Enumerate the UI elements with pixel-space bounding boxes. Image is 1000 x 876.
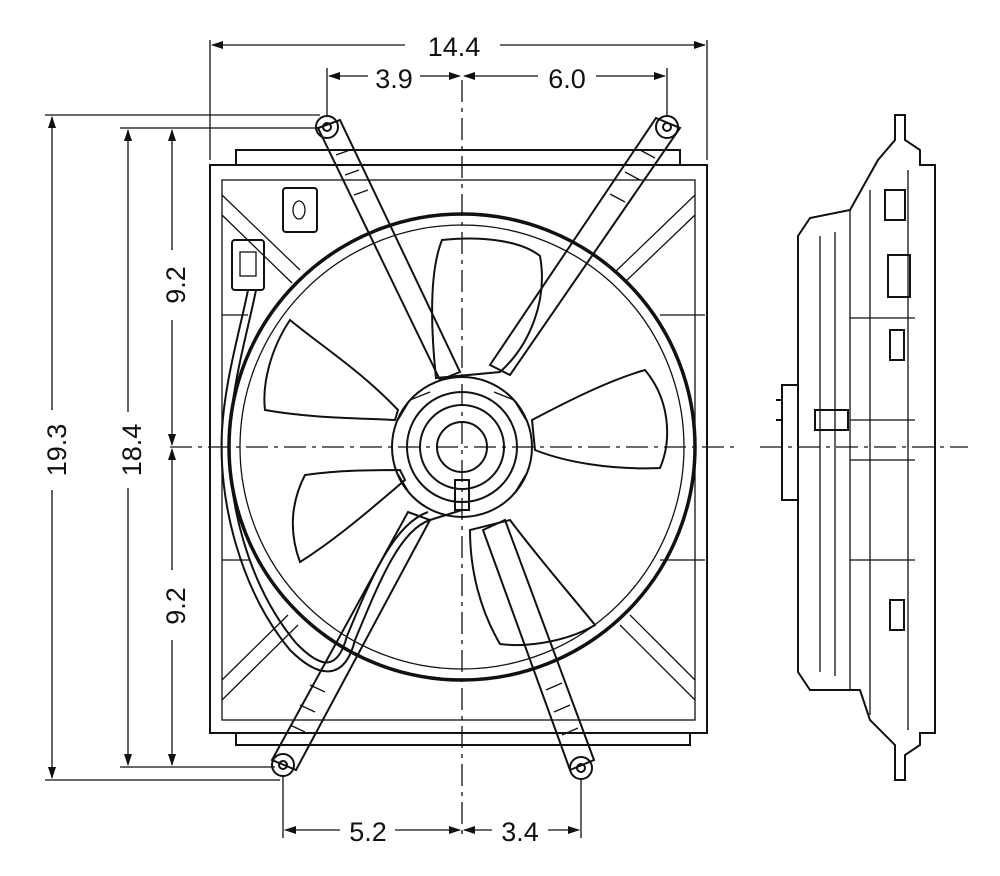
fan-blade-bottom-right [468,518,597,647]
dimension-mount-height: 18.4 [117,127,320,768]
dim-mount-height-text: 18.4 [117,424,147,477]
dim-bottom-right-text: 3.4 [501,817,539,847]
shroud-frame [209,164,708,734]
dimension-top-left: 3.9 [326,64,668,115]
mount-hole-top-right [655,115,679,139]
shroud-top-lip [235,149,681,165]
fan-blades [263,237,669,647]
dimension-bottom-right: 3.4 [463,817,580,847]
mounting-strut-top-right [488,116,682,377]
dim-bottom-left-text: 5.2 [349,817,387,847]
dimension-overall-height: 19.3 [42,114,320,781]
corner-brace-bottom-left [221,614,299,701]
dim-top-right-text: 6.0 [548,64,586,94]
fan-blade-right [530,368,669,470]
fan-blade-left [263,318,400,422]
dim-overall-height-text: 19.3 [42,424,72,477]
dim-top-left-text: 3.9 [375,64,413,94]
side-motor [776,384,798,501]
side-view [760,114,968,781]
dim-upper-half-text: 9.2 [161,266,191,304]
fan-blade-top [431,237,543,380]
shroud-bottom-lip [235,733,691,746]
front-view [170,80,740,840]
dim-lower-half-text: 9.2 [161,587,191,625]
side-shroud-outline [797,114,936,781]
dimension-upper-half: 9.2 [161,129,191,446]
corner-brace-top-right [614,194,696,283]
dim-overall-width-text: 14.4 [428,32,481,62]
dimension-top-right: 6.0 [463,64,666,94]
mounting-strut-top-left [316,118,462,382]
dimension-overall-width: 14.4 [209,32,708,160]
dimension-bottom-left: 5.2 [282,776,582,847]
mounting-strut-bottom-right [481,518,596,772]
dimension-lower-half: 9.2 [161,448,191,766]
corner-brace-top-left [221,194,301,284]
mount-hole-top-left [315,115,339,139]
shroud-ribs [222,314,705,561]
corner-brace-bottom-right [619,614,696,701]
wire-harness [220,289,463,673]
fan-blade-bottom-left [291,468,407,564]
